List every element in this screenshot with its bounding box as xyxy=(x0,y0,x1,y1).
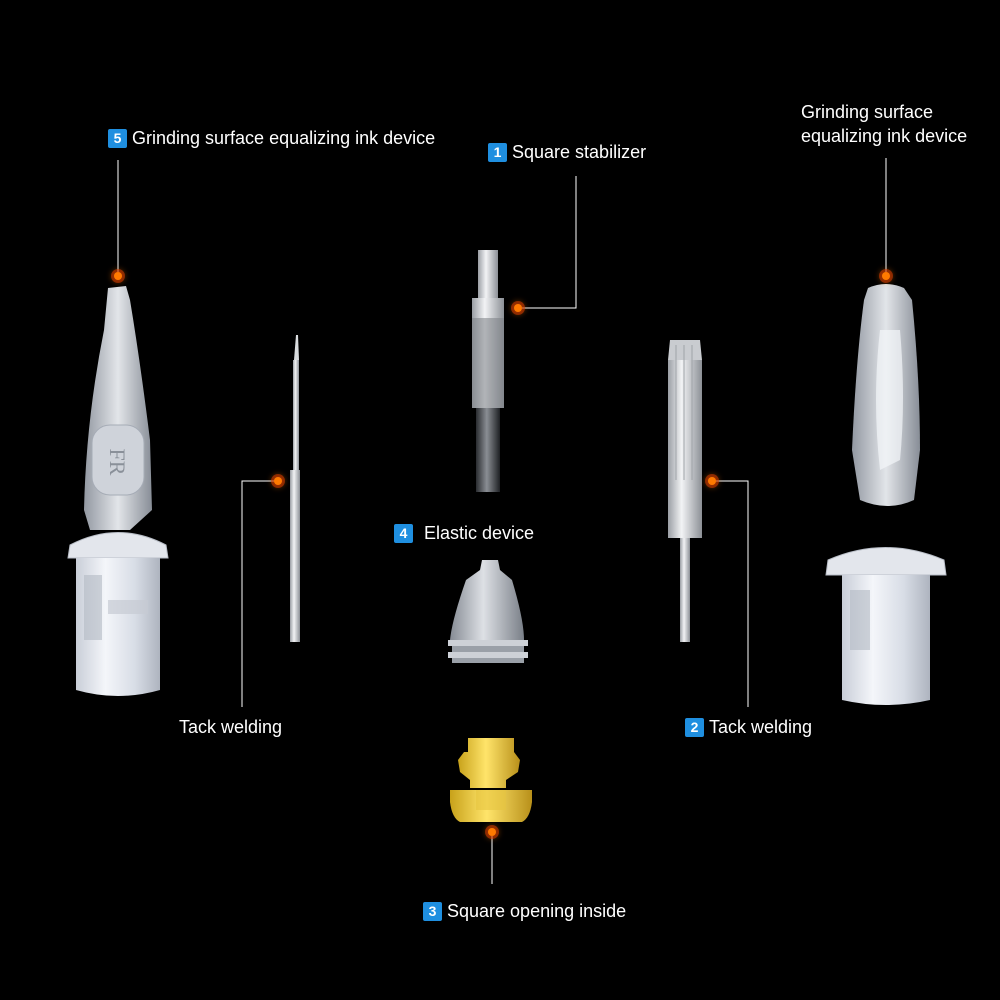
label-text: Square opening inside xyxy=(447,901,627,921)
label-square-opening-3: 3 Square opening inside xyxy=(423,900,626,922)
label-text: Tack welding xyxy=(709,717,813,737)
marker-square-stabilizer xyxy=(514,304,522,312)
leader-lines xyxy=(117,158,887,884)
label-line-2: equalizing ink device xyxy=(801,126,968,146)
elastic-device-part xyxy=(448,560,528,663)
brand-logo: FR xyxy=(105,449,130,476)
left-needle xyxy=(290,335,300,642)
left-cartridge: FR xyxy=(67,286,169,696)
label-text: Square stabilizer xyxy=(512,142,647,162)
label-text: Elastic device xyxy=(424,523,535,543)
badge-3: 3 xyxy=(423,902,442,921)
marker-grinding-right xyxy=(882,272,890,280)
label-tack-welding-left: Tack welding xyxy=(179,717,283,737)
label-grinding-surface-5: 5 Grinding surface equalizing ink device xyxy=(108,127,435,149)
marker-tack-welding-left xyxy=(274,477,282,485)
marker-grinding-left xyxy=(114,272,122,280)
square-stabilizer-part xyxy=(472,250,504,492)
badge-2: 2 xyxy=(685,718,704,737)
badge-4: 4 xyxy=(394,524,413,543)
label-line-1: Grinding surface xyxy=(801,102,934,122)
label-square-stabilizer-1: 1 Square stabilizer xyxy=(488,141,646,163)
right-cartridge xyxy=(825,284,947,705)
marker-tack-welding-right xyxy=(708,477,716,485)
right-needle-group xyxy=(668,340,702,642)
label-tack-welding-2: 2 Tack welding xyxy=(685,716,812,738)
label-text: Grinding surface equalizing ink device xyxy=(132,128,436,148)
badge-1: 1 xyxy=(488,143,507,162)
label-grinding-surface-right: Grinding surface equalizing ink device xyxy=(801,100,967,148)
marker-square-opening xyxy=(488,828,496,836)
label-elastic-device-4: 4 Elastic device xyxy=(394,522,534,544)
badge-5: 5 xyxy=(108,129,127,148)
yellow-cap-part xyxy=(450,738,532,822)
